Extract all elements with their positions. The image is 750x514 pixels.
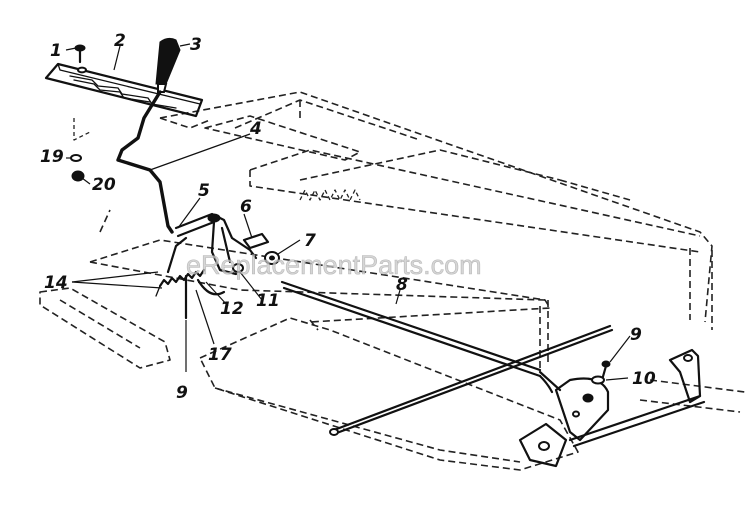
bushing	[264, 251, 280, 265]
clip	[242, 232, 270, 250]
cross-shaft	[518, 348, 706, 468]
callout-14: 14	[44, 273, 68, 293]
callout-7: 7	[304, 231, 316, 251]
callout-4: 4	[249, 119, 262, 139]
pivot-arm	[174, 212, 258, 276]
callout-5: 5	[198, 181, 210, 201]
callout-9-right: 9	[630, 325, 642, 345]
callout-12: 12	[220, 299, 244, 319]
callout-9-left: 9	[176, 383, 188, 403]
control-rod	[280, 280, 614, 436]
washer-right	[591, 375, 605, 385]
callout-1: 1	[50, 41, 62, 61]
callout-11: 11	[256, 291, 280, 311]
screw	[74, 44, 86, 64]
callout-3: 3	[190, 35, 202, 55]
watermark: eReplacementParts.com	[186, 250, 482, 280]
callout-10: 10	[632, 369, 656, 389]
callouts: 1 2 3 4 5 6 7 8 9 9 10 11 12 14 17 19 20	[40, 31, 656, 403]
leader-lines	[65, 43, 631, 381]
callout-19: 19	[40, 147, 64, 167]
lever-bracket	[73, 118, 91, 141]
washer-nut	[70, 154, 85, 182]
callout-2: 2	[114, 31, 126, 51]
callout-20: 20	[92, 175, 116, 195]
callout-17: 17	[208, 345, 232, 365]
callout-8: 8	[396, 275, 408, 295]
shift-knob	[155, 37, 181, 93]
shift-plate	[44, 62, 204, 118]
callout-6: 6	[240, 197, 252, 217]
frame-outline	[39, 91, 746, 471]
small-parts	[196, 263, 244, 296]
shift-lever	[116, 90, 174, 234]
